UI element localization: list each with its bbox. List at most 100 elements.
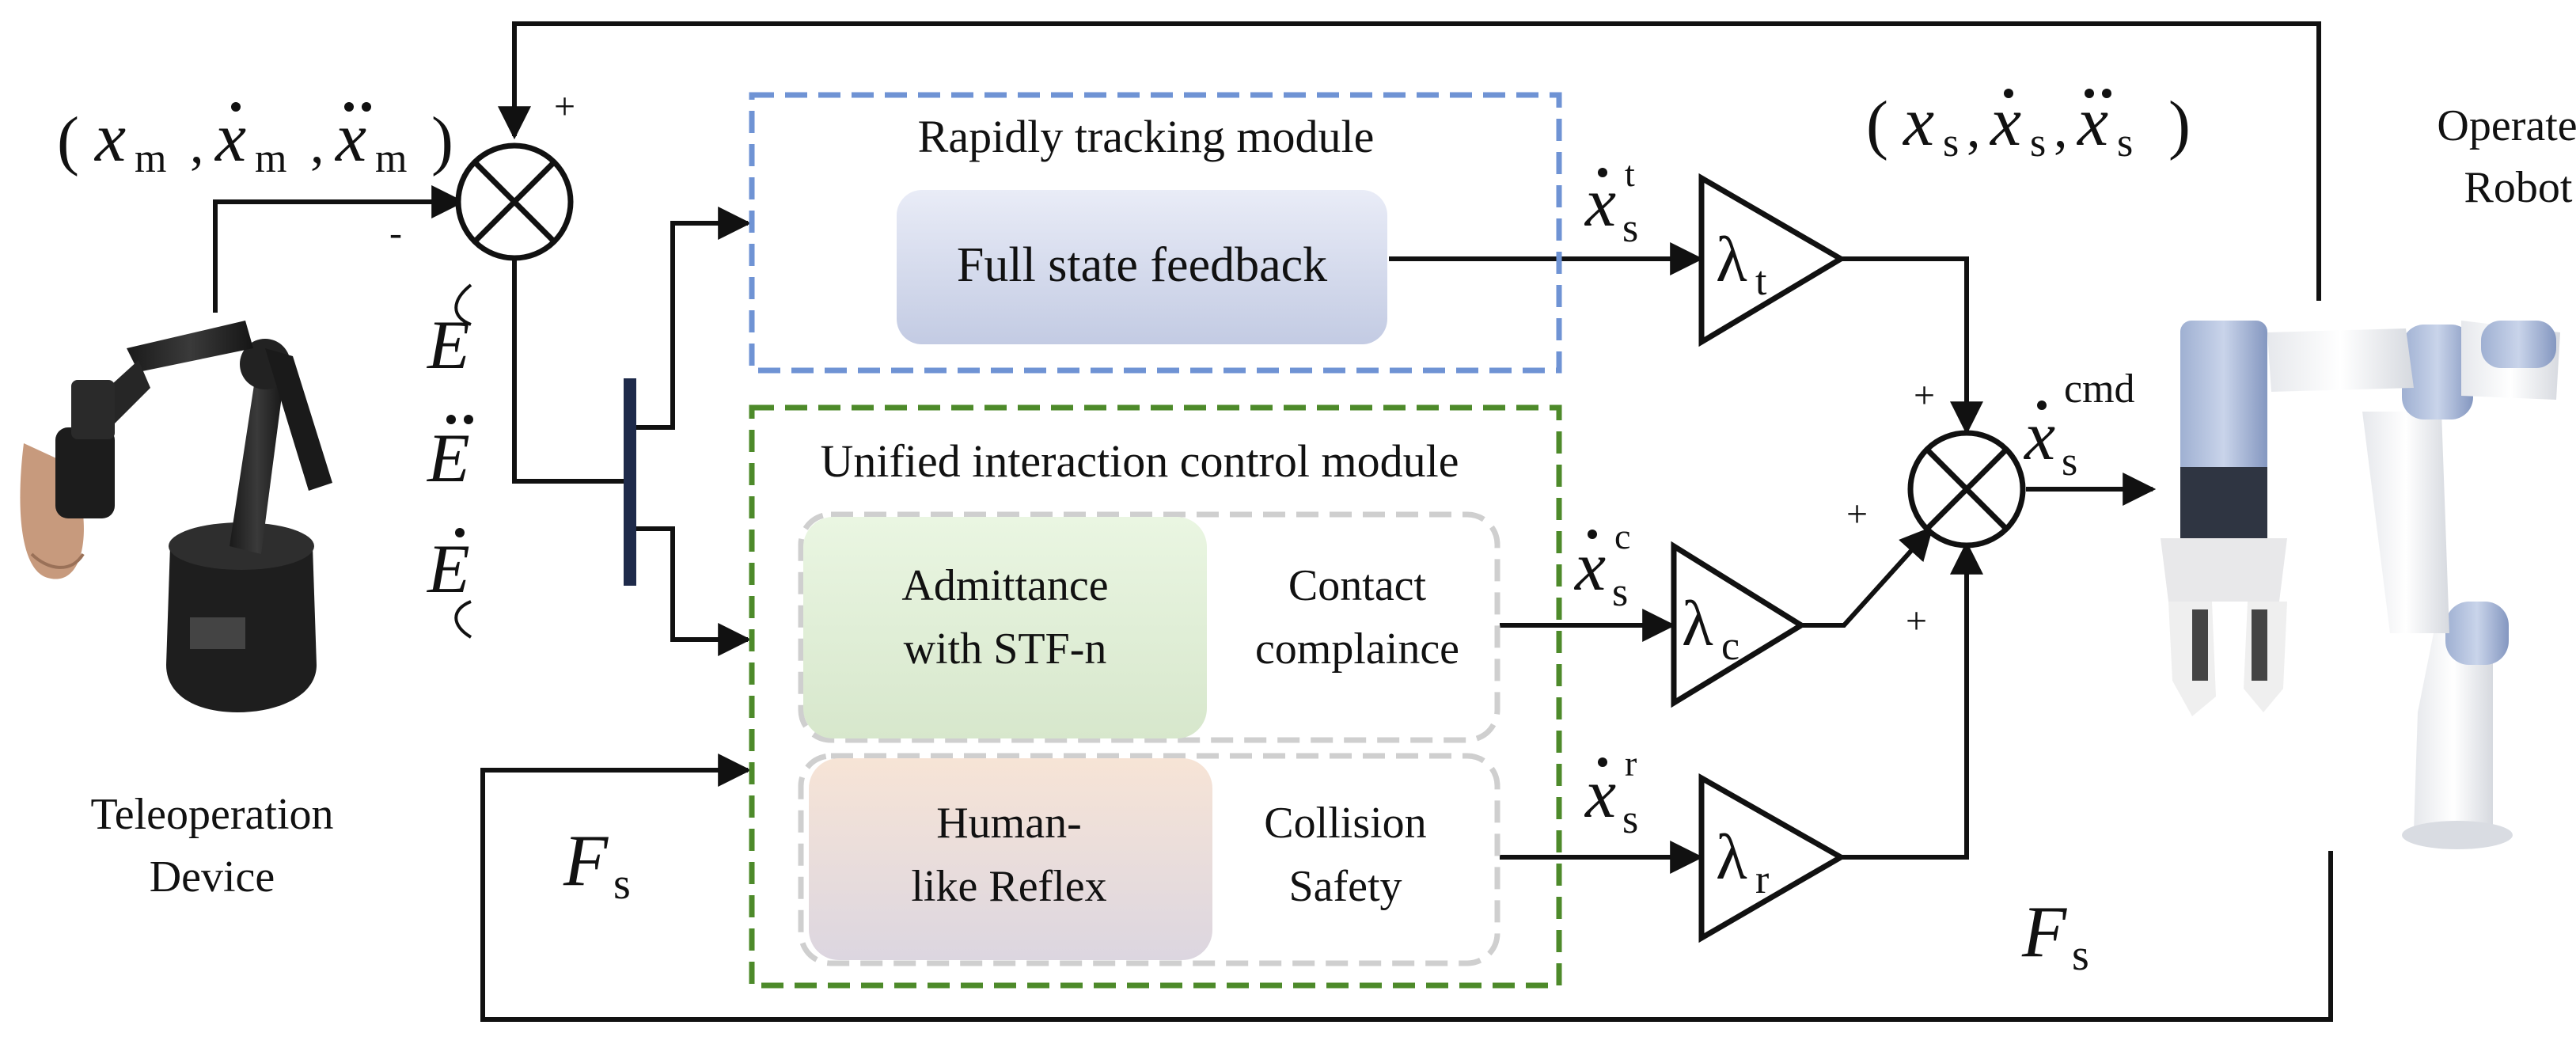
- svg-text:,: ,: [310, 114, 324, 175]
- error-signal-bracket: [454, 283, 472, 639]
- contact-label-line2: complaince: [1255, 625, 1459, 674]
- xdot-cmd-label: x s cmd: [2023, 366, 2135, 484]
- svg-text:m: m: [375, 136, 407, 181]
- svg-text:x: x: [1573, 529, 1606, 606]
- signal-wires: [213, 21, 2333, 1022]
- tracking-module-box: [749, 92, 1562, 374]
- svg-text:(: (: [1866, 88, 1888, 161]
- svg-text:x: x: [334, 100, 366, 177]
- xdot-t-label: x s t: [1584, 154, 1638, 251]
- bus-to-tracking-wire: [632, 207, 752, 430]
- xdot-c-dot: [1588, 530, 1597, 539]
- svg-text:): ): [2168, 88, 2191, 161]
- svg-text:): ): [431, 104, 453, 177]
- gain-c-sub: c: [1721, 624, 1739, 669]
- collision-label-line1: Collision: [1264, 799, 1426, 848]
- master-state-wire: [213, 185, 465, 313]
- svg-text:t: t: [1625, 154, 1635, 194]
- signal-bus-bar: [624, 378, 636, 586]
- collision-safety-subbox: [798, 753, 1500, 966]
- interaction-module-title: Unified interaction control module: [821, 435, 1459, 487]
- plus-sign-top: +: [554, 85, 575, 127]
- svg-text:F: F: [2021, 891, 2067, 972]
- reflex-label-line2: like Reflex: [911, 862, 1106, 911]
- plus-sign-contact: +: [1846, 493, 1868, 535]
- error-signals: E E E: [426, 307, 470, 608]
- svg-text:c: c: [1614, 516, 1630, 556]
- force-label-left: F s: [563, 820, 631, 909]
- svg-text:,: ,: [2054, 98, 2068, 159]
- gain-r-lambda: λ: [1716, 821, 1747, 893]
- gain-t-lambda: λ: [1716, 223, 1747, 295]
- plus-sign-collision: +: [1906, 600, 1927, 642]
- collision-label-line2: Safety: [1288, 862, 1402, 911]
- reflex-block: [809, 758, 1212, 960]
- bus-to-interaction-wire: [632, 526, 752, 656]
- gain-c-lambda: λ: [1682, 587, 1713, 659]
- svg-text:r: r: [1625, 743, 1637, 784]
- tracking-module-title: Rapidly tracking module: [918, 111, 1375, 162]
- admittance-label-line2: with STF-n: [904, 625, 1107, 674]
- svg-text:s: s: [1943, 120, 1959, 165]
- svg-text:,: ,: [190, 114, 204, 175]
- full-state-feedback-block: [897, 190, 1387, 344]
- master-state-label: ( x m , x m , x m ): [57, 100, 453, 181]
- svg-text:s: s: [2117, 120, 2133, 165]
- xdot-cmd-dot: [2037, 401, 2047, 410]
- gain-t-triangle: [1698, 173, 1846, 347]
- teleoperation-label-line1: Teleoperation: [90, 790, 333, 839]
- error-signal-dots: [446, 415, 473, 537]
- svg-text:s: s: [1612, 570, 1628, 615]
- xdot-c-label: x s c: [1573, 516, 1630, 615]
- contact-label-line1: Contact: [1288, 561, 1427, 610]
- svg-text:s: s: [1622, 797, 1638, 842]
- gain-r-to-sum-wire: [1842, 541, 1983, 860]
- svg-text:s: s: [2062, 439, 2077, 484]
- minus-sign: -: [389, 212, 402, 254]
- svg-text:s: s: [2072, 931, 2089, 980]
- plus-sign-tracking: +: [1914, 374, 1935, 416]
- command-summing-junction: [1907, 430, 2026, 549]
- force-feedback-wire: [480, 754, 2333, 1022]
- master-state-dots: [231, 102, 371, 112]
- svg-text:E: E: [426, 420, 470, 497]
- svg-text:x: x: [214, 100, 246, 177]
- error-summing-junction: [455, 142, 574, 261]
- svg-text:,: ,: [1967, 98, 1981, 159]
- svg-text:x: x: [1584, 165, 1616, 241]
- force-label-right: F s: [2021, 891, 2089, 980]
- xdot-r-dot: [1598, 757, 1607, 767]
- svg-text:m: m: [135, 136, 166, 181]
- gain-r-sub: r: [1755, 857, 1769, 902]
- teleoperation-label-line2: Device: [150, 852, 275, 902]
- svg-text:m: m: [255, 136, 286, 181]
- interaction-module-box: [749, 404, 1562, 989]
- robot-label-line2: Robot: [2464, 163, 2573, 212]
- xdot-t-dot: [1598, 168, 1607, 177]
- gain-c-triangle: [1671, 541, 1807, 708]
- operated-robot-image: [2161, 321, 2560, 849]
- svg-text:cmd: cmd: [2064, 366, 2135, 412]
- teleoperation-device-image: [20, 321, 332, 712]
- svg-text:(: (: [57, 104, 79, 177]
- gain-t-sub: t: [1755, 259, 1767, 304]
- svg-text:x: x: [93, 100, 126, 177]
- svg-text:x: x: [1989, 84, 2021, 161]
- svg-text:s: s: [2030, 120, 2046, 165]
- svg-text:s: s: [613, 860, 631, 909]
- svg-text:s: s: [1622, 206, 1638, 251]
- svg-text:x: x: [1902, 84, 1934, 161]
- slave-state-dots: [2004, 89, 2111, 98]
- error-wire: [512, 260, 627, 484]
- xdot-r-label: x s r: [1584, 743, 1638, 842]
- svg-text:x: x: [2023, 398, 2055, 475]
- slave-state-label: ( x s , x s , x s ): [1866, 84, 2191, 165]
- admittance-label-line1: Admittance: [901, 561, 1108, 610]
- gain-r-triangle: [1698, 773, 1847, 943]
- svg-text:E: E: [426, 307, 470, 384]
- svg-text:F: F: [563, 820, 609, 901]
- robot-label-line1: Operated: [2437, 101, 2576, 150]
- contact-compliance-subbox: [798, 511, 1500, 743]
- svg-text:E: E: [426, 531, 470, 608]
